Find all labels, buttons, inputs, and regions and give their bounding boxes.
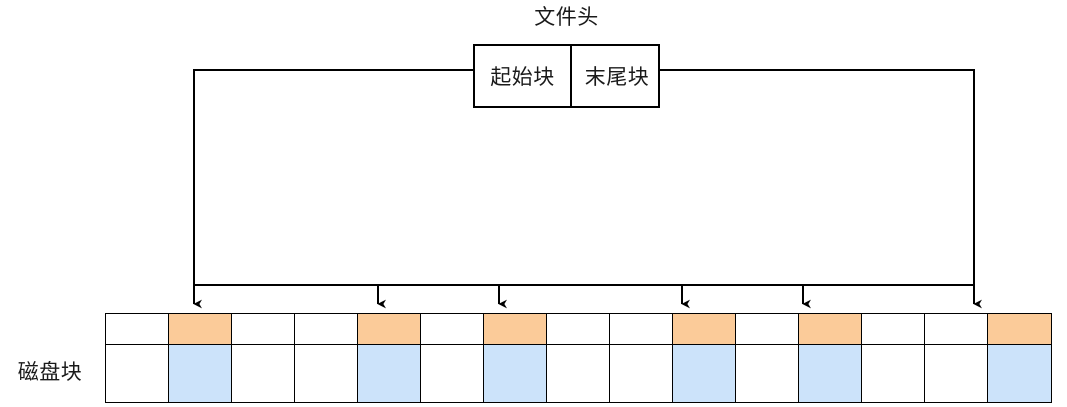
- disk-block-cell: [357, 313, 422, 346]
- disk-block-cell: [483, 344, 548, 403]
- disk-block-cell: [609, 313, 674, 346]
- disk-block-cell: [483, 313, 548, 346]
- disk-block-cell: [105, 313, 170, 346]
- disk-block-cell: [924, 313, 989, 346]
- disk-block-cell: [672, 344, 737, 403]
- disk-block-cell: [546, 313, 611, 346]
- disk-block-cell: [420, 344, 485, 403]
- diagram-title: 文件头: [534, 6, 599, 29]
- end-block-cell: 末尾块: [584, 66, 650, 89]
- disk-blocks-label: 磁盘块: [17, 361, 83, 384]
- disk-block-cell: [735, 313, 800, 346]
- disk-block-cell: [672, 313, 737, 346]
- disk-block-cell: [924, 344, 989, 403]
- disk-block-cell: [168, 344, 233, 403]
- file-header-box: 起始块 末尾块: [473, 44, 660, 108]
- disk-block-cell: [798, 313, 863, 346]
- disk-block-cell: [168, 313, 233, 346]
- disk-grid-data-row: [105, 344, 1052, 403]
- disk-block-cell: [294, 344, 359, 403]
- disk-block-cell: [231, 344, 296, 403]
- disk-block-cell: [798, 344, 863, 403]
- disk-block-cell: [546, 344, 611, 403]
- disk-block-cell: [609, 344, 674, 403]
- disk-block-cell: [231, 313, 296, 346]
- disk-block-cell: [420, 313, 485, 346]
- disk-block-cell: [105, 344, 170, 403]
- disk-block-cell: [987, 313, 1052, 346]
- disk-block-grid: [105, 313, 1052, 403]
- disk-block-cell: [294, 313, 359, 346]
- disk-block-cell: [861, 344, 926, 403]
- disk-grid-pointer-row: [105, 313, 1052, 346]
- disk-block-cell: [987, 344, 1052, 403]
- end-block-connector: [660, 69, 975, 285]
- disk-block-cell: [357, 344, 422, 403]
- disk-block-cell: [735, 344, 800, 403]
- start-block-cell: 起始块: [475, 46, 572, 106]
- start-block-connector: [193, 69, 473, 285]
- disk-block-cell: [861, 313, 926, 346]
